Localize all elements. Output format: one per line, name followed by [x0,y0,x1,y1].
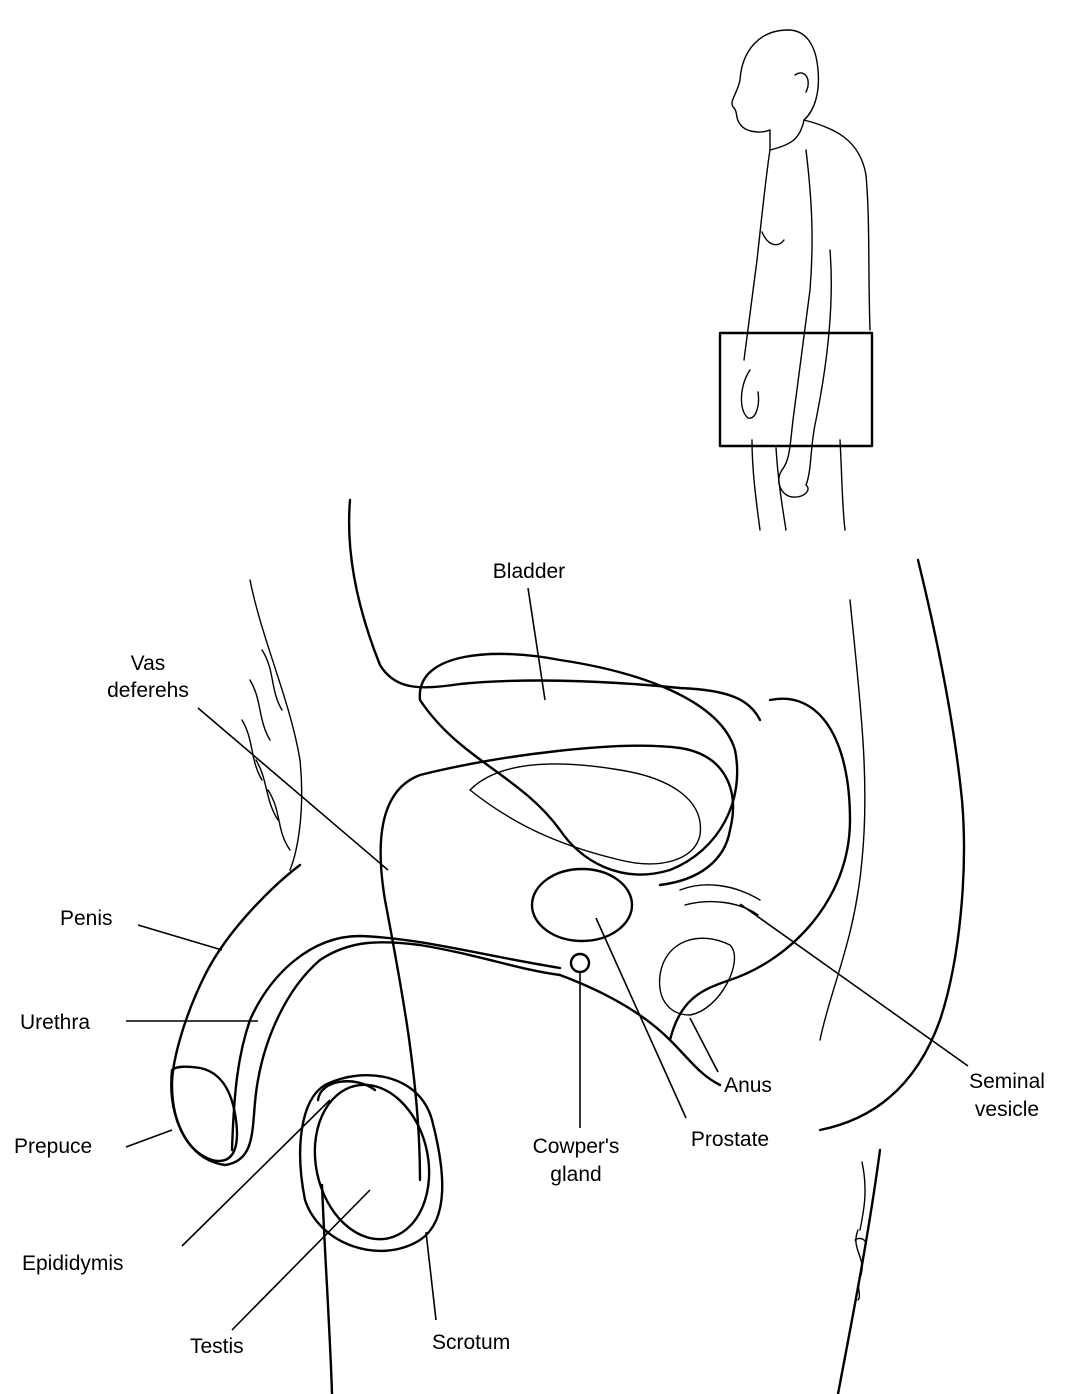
thigh-front [322,1185,332,1394]
back-outline [820,560,964,1130]
inset-hand [779,470,808,497]
penis-shaft [172,865,560,1165]
leader-line-epididymis [182,1100,330,1246]
leader-line-prostate [596,918,686,1118]
leader-lines [126,588,968,1330]
prostate-gland [532,869,632,941]
label-seminal-vesicle-line2: vesicle [975,1098,1039,1121]
label-vas-deferens-line2: deferehs [107,679,189,702]
inset-chest [762,232,784,245]
inset-legs [752,440,845,530]
label-penis: Penis [60,907,113,930]
leader-line-bladder [528,588,545,700]
leader-line-penis [138,925,222,950]
label-prepuce: Prepuce [14,1135,92,1158]
label-scrotum: Scrotum [432,1331,510,1354]
thigh-back [838,1150,880,1394]
inset-ear [795,73,808,92]
inset-arm [782,150,831,485]
label-testis: Testis [190,1335,244,1358]
abdomen-outline [349,500,760,720]
anal-canal [660,938,735,1015]
label-epididymis: Epididymis [22,1252,124,1275]
urethra-channel [232,936,560,1150]
leader-line-scrotum [426,1232,436,1320]
inset-genital-detail [741,370,758,418]
inset-head [732,30,818,150]
leader-line-vas-deferens [198,708,388,870]
cowpers-gland [571,954,589,972]
inset-figure [720,30,872,530]
buttock-line [820,600,865,1040]
leader-line-prepuce [126,1130,172,1147]
vas-deferens-loop [381,746,733,1180]
label-anus: Anus [724,1074,772,1097]
pubic-hair [242,650,290,850]
label-cowpers-gland-line2: gland [550,1163,601,1186]
sagittal-section [171,500,964,1394]
label-prostate: Prostate [691,1128,769,1151]
label-urethra: Urethra [20,1011,90,1034]
label-vas-deferens-line1: Vas [131,652,166,675]
leader-line-seminal-vesicle [740,904,968,1066]
label-seminal-vesicle-line1: Seminal [969,1070,1045,1093]
anterior-abdominal-wall [250,580,302,870]
leader-line-testis [232,1190,370,1330]
glans [171,1067,237,1161]
rectum [670,699,850,1040]
label-cowpers-gland-line1: Cowper's [533,1135,620,1158]
label-bladder: Bladder [493,560,565,583]
